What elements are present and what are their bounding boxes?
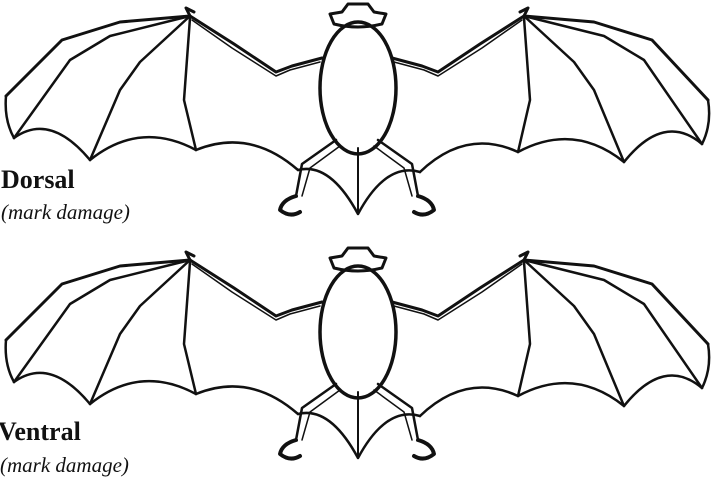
dorsal-view-panel: Dorsal (mark damage): [0, 0, 714, 244]
ventral-title: Ventral: [0, 417, 81, 447]
ventral-view-panel: Ventral (mark damage): [0, 244, 714, 488]
dorsal-note: (mark damage): [1, 200, 130, 225]
dorsal-title: Dorsal: [1, 165, 75, 195]
ventral-note: (mark damage): [0, 453, 129, 478]
bat-ventral-illustration: [0, 244, 714, 488]
